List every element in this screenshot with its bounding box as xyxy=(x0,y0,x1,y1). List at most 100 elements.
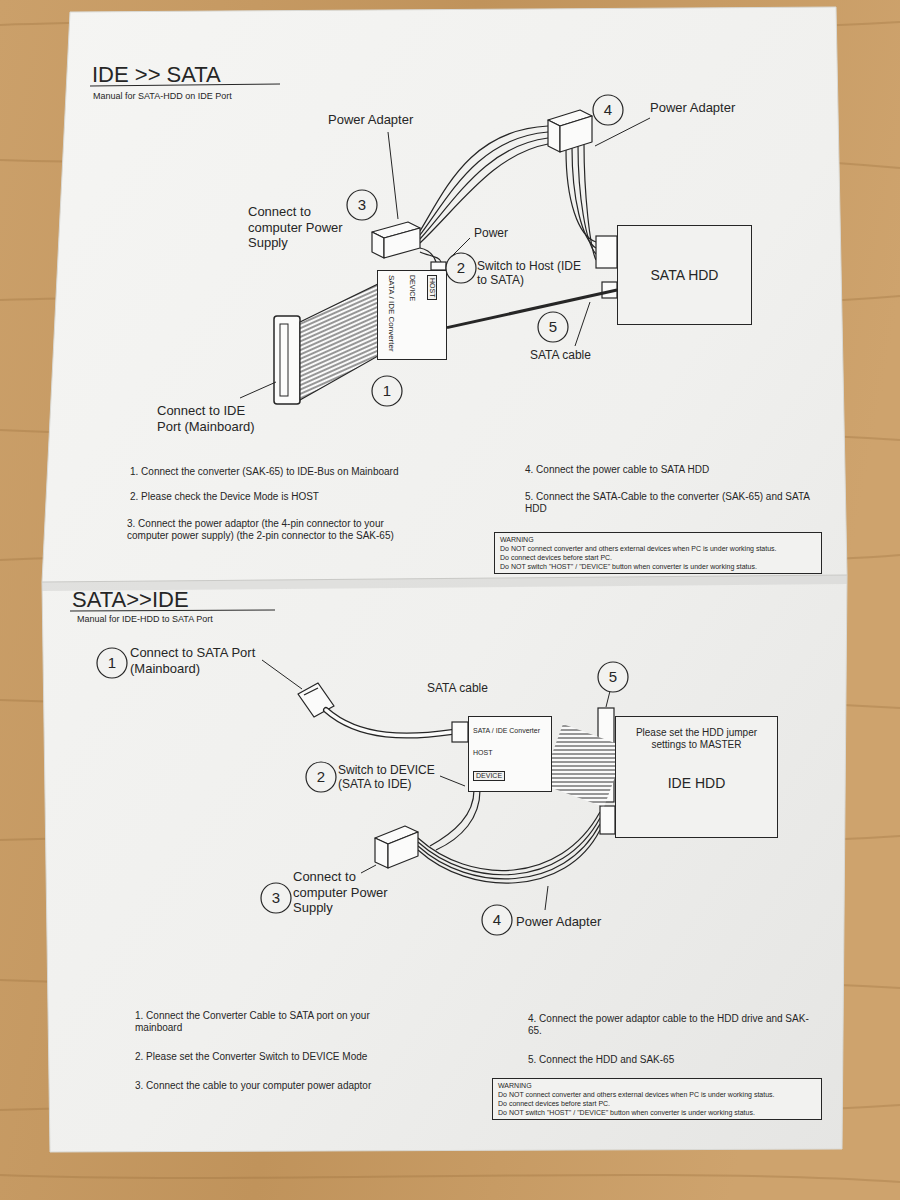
callout-number: 5 xyxy=(537,311,569,343)
power-wires xyxy=(418,824,600,879)
leader-line xyxy=(388,132,398,219)
converter-power-jack xyxy=(431,262,446,270)
part-label: Switch to DEVICE (SATA to IDE) xyxy=(338,763,463,792)
sata-cable xyxy=(447,290,617,328)
switch-label: HOST xyxy=(427,275,437,300)
ide-connector xyxy=(280,324,288,396)
callout-ring xyxy=(446,253,476,283)
power-wires xyxy=(420,144,548,243)
warning-box: WARNINGDo NOT connect converter and othe… xyxy=(494,532,822,574)
part-label: Connect to SATA Port (Mainboard) xyxy=(130,645,280,676)
power-wires xyxy=(436,790,480,850)
power-wires xyxy=(578,146,596,254)
instruction-step: 1. Connect the Converter Cable to SATA p… xyxy=(135,1010,405,1034)
callout-number: 2 xyxy=(305,761,337,793)
power-wires xyxy=(430,790,474,846)
warning-text: Do NOT connect converter and others exte… xyxy=(498,1090,816,1099)
instruction-step: 4. Connect the power adaptor cable to th… xyxy=(528,1013,818,1037)
part-label: Power xyxy=(474,226,508,240)
warning-text: Do connect devices before start PC. xyxy=(500,553,816,562)
leader-line xyxy=(440,776,465,786)
drive-box: Please set the HDD jumper settings to MA… xyxy=(615,716,778,838)
warning-text: Do NOT switch "HOST" / "DEVICE" button w… xyxy=(498,1108,816,1117)
part-label: Power Adapter xyxy=(516,914,601,930)
callout-ring xyxy=(97,648,127,678)
callout-number: 2 xyxy=(445,252,477,284)
instruction-step: 5. Connect the SATA-Cable to the convert… xyxy=(525,491,810,515)
callout-number: 5 xyxy=(597,661,629,693)
part-label: Power Adapter xyxy=(650,100,735,116)
callout-circle: 4 xyxy=(592,94,624,126)
converter-label: SATA / IDE Converter xyxy=(473,727,540,735)
part-label: SATA cable xyxy=(530,348,591,362)
subtitle: Manual for SATA-HDD on IDE Port xyxy=(93,91,313,102)
power-wires xyxy=(420,252,441,262)
switch-label: DEVICE xyxy=(473,771,505,781)
subtitle: Manual for IDE-HDD to SATA Port xyxy=(77,614,297,625)
ribbon-cable xyxy=(300,284,378,400)
warning-heading: WARNING xyxy=(498,1081,816,1090)
sata-drive-plugs xyxy=(596,236,617,268)
power-wires xyxy=(418,790,600,883)
power-wires xyxy=(418,812,600,871)
paper-sheet xyxy=(42,7,847,1152)
warning-text: Do NOT switch "HOST" / "DEVICE" button w… xyxy=(500,562,816,571)
sata-plug xyxy=(304,688,318,695)
converter-sata-jack xyxy=(452,722,468,742)
leader-line xyxy=(545,886,548,910)
sata-cable xyxy=(326,710,452,736)
part-label: Connect to computer Power Supply xyxy=(248,204,343,251)
converter-power-jack xyxy=(431,262,446,270)
callout-ring xyxy=(372,376,402,406)
power-wires xyxy=(420,132,548,235)
drive-box: SATA HDD xyxy=(617,225,752,325)
ide-drive-connectors xyxy=(600,806,615,834)
switch-label: HOST xyxy=(473,749,492,757)
molex-connector xyxy=(372,232,384,258)
ide-connector xyxy=(274,316,300,404)
power-wires xyxy=(418,818,600,875)
drive-note: Please set the HDD jumper settings to MA… xyxy=(624,727,769,751)
power-splitter-connector xyxy=(560,116,592,152)
converter-label: SATA / IDE Converter xyxy=(387,275,396,352)
instruction-step: 3. Connect the cable to your computer po… xyxy=(135,1080,435,1092)
leader-line xyxy=(575,302,590,346)
warning-heading: WARNING xyxy=(500,535,816,544)
callout-circle: 1 xyxy=(96,647,128,679)
leader-line xyxy=(240,118,650,398)
instruction-step: 4. Connect the power cable to SATA HDD xyxy=(525,464,825,476)
leader-line xyxy=(262,660,302,689)
leader-line xyxy=(361,865,376,873)
power-wires xyxy=(418,830,600,883)
sata-cable xyxy=(326,710,452,736)
molex-connector xyxy=(375,838,388,868)
instruction-step: 1. Connect the converter (SAK-65) to IDE… xyxy=(130,466,460,478)
ribbon-cable xyxy=(300,284,378,400)
warning-text: Do connect devices before start PC. xyxy=(498,1099,816,1108)
drive-label: IDE HDD xyxy=(668,775,726,792)
power-splitter-connector xyxy=(548,120,560,152)
callout-ring xyxy=(593,95,623,125)
paper-sheet xyxy=(42,7,847,1152)
callout-ring xyxy=(261,883,291,913)
switch-label: DEVICE xyxy=(408,275,416,301)
drive-label: SATA HDD xyxy=(651,267,719,284)
warning-box: WARNINGDo NOT connect converter and othe… xyxy=(492,1078,822,1120)
callout-number: 3 xyxy=(346,189,378,221)
part-label: Connect to IDE Port (Mainboard) xyxy=(157,403,267,434)
molex-connector xyxy=(375,826,418,868)
callout-number: 3 xyxy=(260,882,292,914)
callout-number: 1 xyxy=(371,375,403,407)
instruction-step: 3. Connect the power adaptor (the 4-pin … xyxy=(127,518,427,542)
leader-line xyxy=(606,691,610,707)
sata-drive-plugs xyxy=(596,236,617,298)
ide-ribbon-cable xyxy=(552,754,615,777)
part-label: Power Adapter xyxy=(328,112,413,128)
ide-connector xyxy=(274,316,300,404)
callout-ring xyxy=(482,905,512,935)
callout-ring xyxy=(347,190,377,220)
instruction-step: 5. Connect the HDD and SAK-65 xyxy=(528,1054,778,1066)
power-splitter-connector xyxy=(548,110,592,152)
callout-ring xyxy=(538,312,568,342)
